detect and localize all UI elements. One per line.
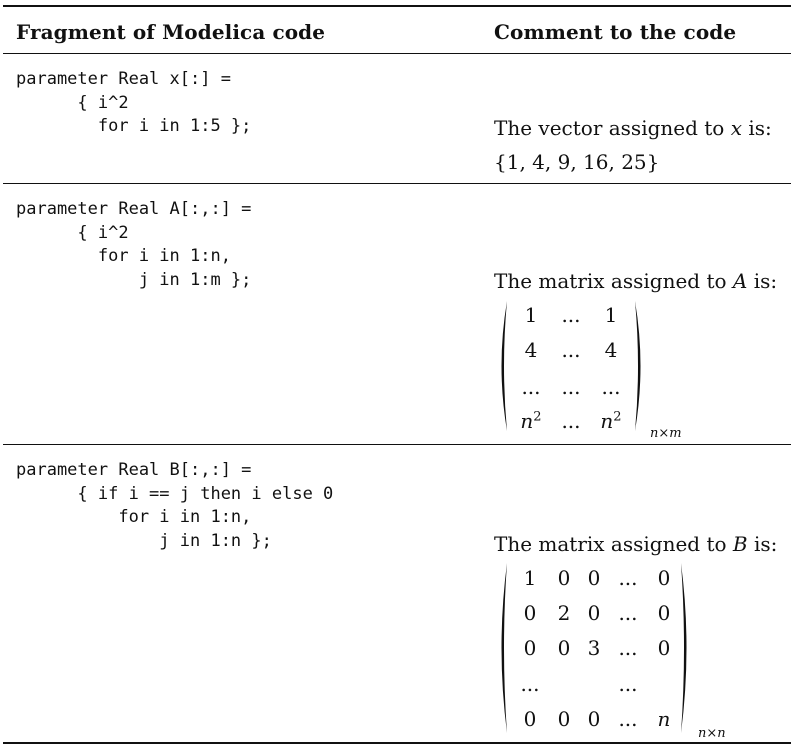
left-paren <box>501 301 507 431</box>
comment-text: The vector assigned to <box>494 116 731 140</box>
matrix-cell: 0 <box>557 636 571 660</box>
comment-text-end: is: <box>747 269 778 293</box>
header-rule <box>3 53 791 54</box>
matrix-cell: 2 <box>557 601 571 625</box>
matrix-cell: 0 <box>557 566 571 590</box>
matrix-cell: 0 <box>657 566 671 590</box>
header-code-column: Fragment of Modelica code <box>16 20 326 44</box>
matrix-cell: ... <box>618 672 638 696</box>
matrix-a: 1... 1 4... 4......... n2... n2 n×m <box>494 300 694 441</box>
matrix-cell: ... <box>618 636 638 660</box>
matrix-cell: 1 <box>524 303 538 327</box>
matrix-cell: ... <box>618 566 638 590</box>
matrix-cell: 0 <box>523 707 537 731</box>
matrix-cell: 4 <box>524 338 538 362</box>
comment-vector: The vector assigned to x is: <box>494 116 772 140</box>
matrix-cell: 4 <box>604 338 618 362</box>
matrix-cell: n2 <box>520 409 542 433</box>
comment-variable: B <box>732 532 748 556</box>
matrix-cell: 0 <box>557 707 571 731</box>
code-fragment-vector: parameter Real x[:] = { i^2 for i in 1:5… <box>16 69 252 136</box>
matrix-cell: ... <box>561 338 581 362</box>
matrix-cell: 1 <box>604 303 618 327</box>
matrix-cell: ... <box>561 409 581 433</box>
comment-variable: x <box>730 116 742 140</box>
comment-text: The matrix assigned to <box>494 269 733 293</box>
header-comment-column: Comment to the code <box>494 20 737 44</box>
row2-rule <box>3 444 791 445</box>
comment-text: The matrix assigned to <box>494 532 733 556</box>
comment-text-end: is: <box>742 116 772 140</box>
row1-rule <box>3 183 791 184</box>
matrix-cell: ... <box>601 375 621 399</box>
matrix-cell: ... <box>561 303 581 327</box>
comment-variable: A <box>732 269 748 293</box>
matrix-cell: 3 <box>587 636 601 660</box>
matrix-dimension-subscript: n×n <box>698 726 726 741</box>
right-paren <box>681 563 687 733</box>
matrix-cell: ... <box>618 707 638 731</box>
matrix-cell: n2 <box>600 409 622 433</box>
top-rule <box>3 5 791 7</box>
matrix-cell: 0 <box>657 601 671 625</box>
bottom-rule <box>3 742 791 744</box>
matrix-cell: 0 <box>523 636 537 660</box>
matrix-cell: 0 <box>587 566 601 590</box>
matrix-cell: 0 <box>587 707 601 731</box>
matrix-cell: 1 <box>523 566 537 590</box>
vector-value: {1, 4, 9, 16, 25} <box>494 150 660 174</box>
matrix-cell: n <box>657 707 671 731</box>
matrix-cell: 0 <box>657 636 671 660</box>
matrix-cell: ... <box>520 672 540 696</box>
right-paren <box>635 301 641 431</box>
matrix-cell: ... <box>618 601 638 625</box>
code-fragment-matrix-a: parameter Real A[:,:] = { i^2 for i in 1… <box>16 199 252 290</box>
comment-text-end: is: <box>747 532 778 556</box>
matrix-dimension-subscript: n×m <box>650 426 682 441</box>
code-fragment-matrix-b: parameter Real B[:,:] = { if i == j then… <box>16 460 334 551</box>
matrix-cell: 0 <box>587 601 601 625</box>
comment-matrix-a: The matrix assigned to A is: <box>494 269 777 293</box>
matrix-cell: ... <box>521 375 541 399</box>
comment-matrix-b: The matrix assigned to B is: <box>494 532 777 556</box>
matrix-cell: ... <box>561 375 581 399</box>
left-paren <box>501 563 507 733</box>
matrix-cell: 0 <box>523 601 537 625</box>
